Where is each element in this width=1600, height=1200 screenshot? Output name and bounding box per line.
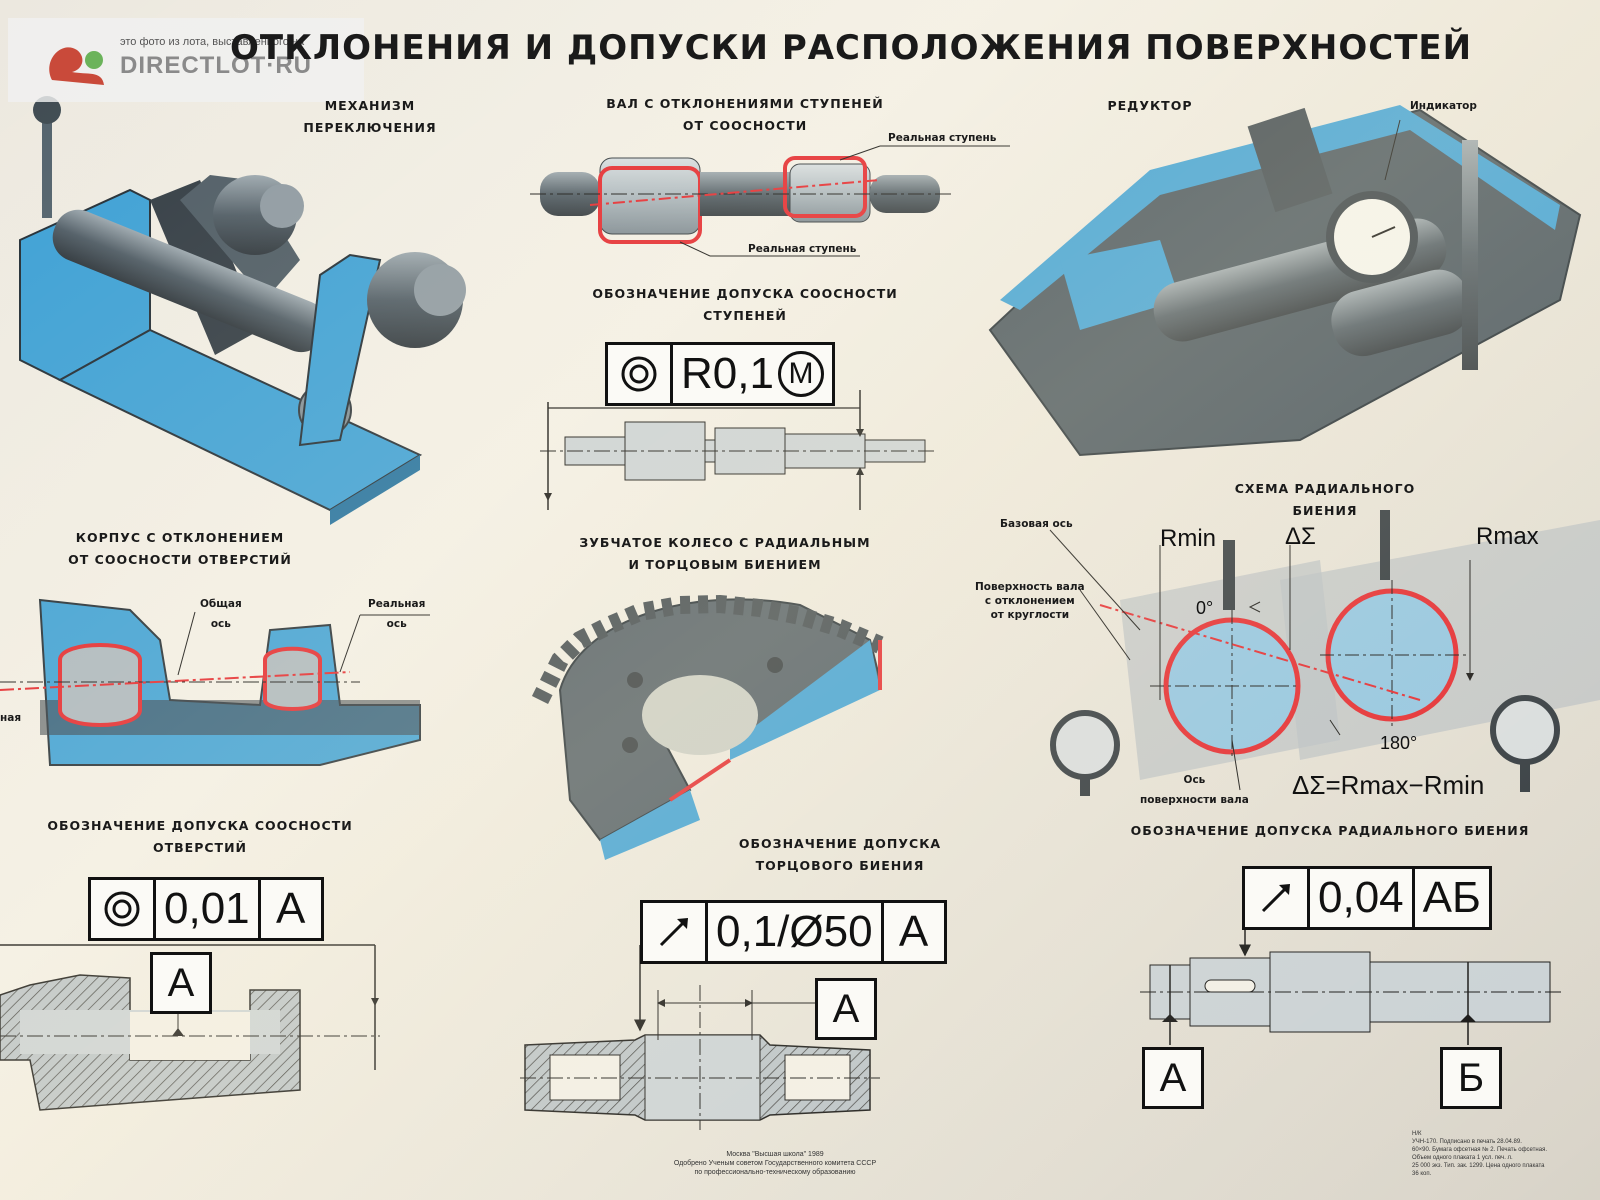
runout-arrow-icon [643,903,708,961]
frame-face-runout: 0,1/Ø50 A [640,900,947,964]
frame-radial-runout: 0,04 АБ [1242,866,1492,930]
callout-real-step-top: Реальная ступень [888,132,997,144]
delta-sigma-label: ΔΣ [1285,523,1316,550]
callout-indicator: Индикатор [1410,100,1477,112]
squirrel-logo-icon [49,47,104,85]
label-radial-runout: ОБОЗНАЧЕНИЕ ДОПУСКА РАДИАЛЬНОГО БИЕНИЯ [1130,823,1530,838]
frame-coaxial-holes: 0,01 A [88,877,324,941]
label-shaft: ВАЛ С ОТКЛОНЕНИЯМИ СТУПЕНЕЙ ОТ СООСНОСТИ [606,96,884,133]
label-coaxial-holes: ОБОЗНАЧЕНИЕ ДОПУСКА СООСНОСТИ ОТВЕРСТИЙ [47,818,353,855]
callout-real-axis-fragment: ная [0,712,22,724]
callout-shaft-axis: Ось поверхности вала [1140,774,1249,806]
r-max-label: Rmax [1476,523,1539,550]
callout-real-axis: Реальная ось [368,598,426,630]
watermark: это фото из лота, выставленного на DIREC… [8,18,364,102]
modifier-m-icon: M [777,351,824,397]
frame-face-runout-value: 0,1/Ø50 [708,903,884,961]
frame-face-runout-datum: A [898,907,929,956]
watermark-brand: DIRECTLOT·RU [120,52,312,79]
imprint-right: Н/К УЧН-170. Подписано в печать 28.04.89… [1412,1131,1547,1177]
callout-base-axis: Базовая ось [1000,518,1073,530]
frame-coaxial-holes-value: 0,01 [156,880,261,938]
frame-coaxial-holes-datum: A [275,884,306,933]
label-face-runout: ОБОЗНАЧЕНИЕ ДОПУСКА ТОРЦОВОГО БИЕНИЯ [738,836,942,873]
label-radial-scheme: СХЕМА РАДИАЛЬНОГО БИЕНИЯ [1234,481,1416,518]
callout-shaft-surface: Поверхность вала с отклонением от кругло… [975,581,1085,621]
frame-coaxial-steps-value: R0,1 [681,349,774,398]
label-housing: КОРПУС С ОТКЛОНЕНИЕМ ОТ СООСНОСТИ ОТВЕРС… [68,530,292,567]
imprint-center: Москва "Высшая школа" 1989 Одобрено Учен… [673,1151,877,1176]
frame-coaxial-steps-modifier: M [776,345,832,403]
runout-formula: ΔΣ=Rmax−Rmin [1292,770,1485,800]
callout-real-step-bottom: Реальная ступень [748,243,857,255]
label-mechanism: МЕХАНИЗМ ПЕРЕКЛЮЧЕНИЯ [303,98,437,135]
label-coaxial-steps: ОБОЗНАЧЕНИЕ ДОПУСКА СООСНОСТИ СТУПЕНЕЙ [592,286,898,323]
concentricity-icon [608,345,673,403]
label-reducer: РЕДУКТОР [1107,98,1193,113]
zero-degree-mark: 0° [1196,598,1214,618]
poster-title: ОТКЛОНЕНИЯ И ДОПУСКИ РАСПОЛОЖЕНИЯ ПОВЕРХ… [230,28,1473,68]
datum-radial-b: Б [1440,1047,1502,1109]
deg-180-mark: 180° [1380,733,1418,753]
frame-radial-runout-value: 0,04 [1310,869,1415,927]
watermark-note: это фото из лота, выставленного на [120,36,305,48]
concentricity-icon [91,880,156,938]
datum-face: А [815,978,877,1040]
runout-arrow-icon [1245,869,1310,927]
callout-common-axis: Общая ось [200,598,242,630]
datum-radial-a: А [1142,1047,1204,1109]
r-min-label: Rmin [1160,525,1217,552]
label-gear: ЗУБЧАТОЕ КОЛЕСО С РАДИАЛЬНЫМ И ТОРЦОВЫМ … [579,535,871,572]
frame-radial-runout-datum: АБ [1422,873,1481,922]
frame-coaxial-steps: R0,1 M [605,342,835,406]
datum-holes: А [150,952,212,1014]
